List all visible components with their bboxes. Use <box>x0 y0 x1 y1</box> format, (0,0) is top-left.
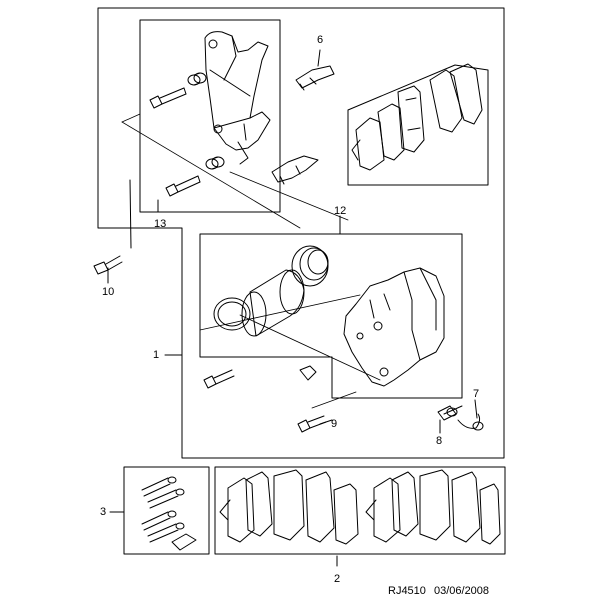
drawing-code: RJ4510 <box>388 585 426 597</box>
guide-pin-upper <box>149 72 207 109</box>
brake-pad-set <box>219 469 501 545</box>
carrier-bracket <box>204 31 271 165</box>
callout-3: 3 <box>100 506 107 518</box>
callout-12: 12 <box>334 205 347 217</box>
caliper-bolt-lower <box>297 415 327 433</box>
pin-kit-items <box>141 476 197 551</box>
callout-6: 6 <box>317 34 324 46</box>
assembly-frame-1 <box>97 7 505 459</box>
callout-7: 7 <box>473 388 480 400</box>
piston-seal-ring <box>213 297 251 331</box>
leader-lines <box>107 49 478 567</box>
pad-inset-parts <box>351 63 483 171</box>
bleed-screw <box>437 405 463 421</box>
bleed-cap <box>457 413 484 431</box>
pad-inset-frame <box>347 64 489 186</box>
anti-rattle-clip-lower <box>271 155 319 185</box>
anti-rattle-clip-upper <box>295 65 335 91</box>
pin-kit-frame-3 <box>123 466 210 555</box>
carrier-frame-13 <box>139 19 281 213</box>
caliper-housing <box>343 267 445 387</box>
bolt-10 <box>93 255 123 275</box>
small-bracket-clip <box>299 365 317 381</box>
callout-13: 13 <box>154 218 167 230</box>
caliper-bolt-upper <box>203 369 235 389</box>
callout-10: 10 <box>102 286 115 298</box>
diagram-footer: RJ4510 03/06/2008 <box>388 585 494 597</box>
pad-set-frame-2 <box>214 466 506 555</box>
dust-boot <box>291 245 329 287</box>
caliper-piston <box>241 269 305 337</box>
callout-8: 8 <box>436 435 443 447</box>
drawing-date: 03/06/2008 <box>433 585 490 597</box>
perspective-guides <box>121 113 381 409</box>
callout-2: 2 <box>334 573 341 585</box>
callout-9: 9 <box>331 418 338 430</box>
callout-1: 1 <box>153 349 160 361</box>
guide-pin-lower <box>165 156 225 197</box>
caliper-subframe-12 <box>199 233 463 399</box>
